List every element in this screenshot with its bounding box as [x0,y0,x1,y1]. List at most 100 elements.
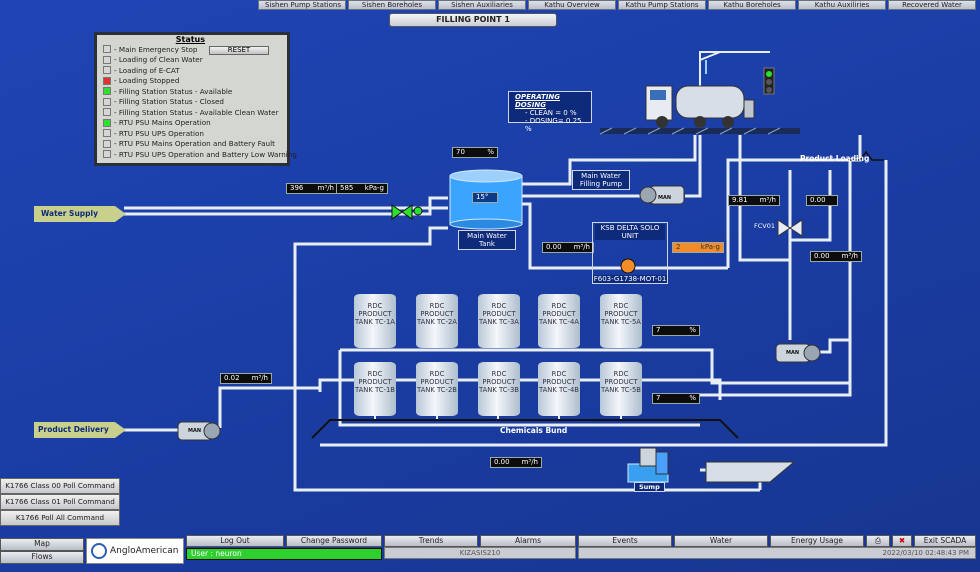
nav-tab[interactable]: Kathu Pump Stations [618,0,706,10]
logout-button[interactable]: Log Out [186,535,284,547]
host-name: KIZASIS210 [384,547,576,559]
bund-line [338,350,700,427]
user-indicator: User : neuron [186,548,382,560]
nav-tab[interactable]: Sishen Pump Stations [258,0,346,10]
nav-tab[interactable]: Sishen Auxiliaries [438,0,526,10]
nav-tab[interactable]: Kathu Overview [528,0,616,10]
product-delivery-label[interactable]: Product Delivery [34,422,126,438]
sump-icon [627,447,669,483]
status-panel: Status RESET - Main Emergency Stop - Loa… [94,32,297,166]
product-tank[interactable]: RDC PRODUCT TANK TC-1A [354,294,396,348]
print-icon[interactable]: ⎙ [866,535,890,547]
status-item: - RTU PSU Mains Operation [97,118,287,129]
product-tank[interactable]: RDC PRODUCT TANK TC-1B [354,362,396,416]
water-button[interactable]: Water [674,535,768,547]
date-time: 2022/03/10 02:48:43 PM [578,547,976,559]
poll-command-button[interactable]: K1766 Class 01 Poll Command [0,494,120,510]
status-indicator [103,108,111,117]
exit-scada-button[interactable]: Exit SCADA [914,535,976,547]
row-a-level-readout: 7% [652,325,700,336]
product-tank[interactable]: RDC PRODUCT TANK TC-5B [600,362,642,416]
status-indicator [103,139,111,148]
tanker-truck-icon [645,85,755,128]
sump-tray-icon [705,461,796,483]
row-b-level-readout: 7% [652,393,700,404]
reset-button[interactable]: RESET [209,46,269,55]
loading-pump-man-badge[interactable]: MAN [786,350,800,356]
main-distribution-pipe [293,226,760,492]
status-item: - Main Emergency Stop [97,44,287,55]
energy-usage-button[interactable]: Energy Usage [770,535,864,547]
top-navigation: Sishen Pump Stations Sishen Boreholes Si… [0,0,980,10]
fcv-bypass-pipe [790,170,832,242]
delivery-pump-icon [177,421,221,441]
trends-button[interactable]: Trends [384,535,478,547]
close-icon[interactable]: ✖ [892,535,912,547]
process-diagram [124,51,888,492]
status-indicator [103,76,111,85]
status-indicator [103,118,111,127]
product-tank[interactable]: RDC PRODUCT TANK TC-3B [478,362,520,416]
water-supply-label[interactable]: Water Supply [34,206,126,222]
chemicals-bund-outline [311,419,739,439]
loading-pump-icon [775,343,821,363]
chemicals-bund-label: Chemicals Bund [500,426,568,435]
fcv-label: FCV01 [754,222,775,230]
delivery-pipe [218,386,320,428]
dosing-clean: - CLEAN = 0 % [525,109,577,117]
product-tank[interactable]: RDC PRODUCT TANK TC-3A [478,294,520,348]
nav-tab[interactable]: Kathu Auxiliries [798,0,886,10]
status-item: - Loading Stopped [97,76,287,87]
product-loading-hopper [848,150,884,161]
anglo-american-logo: AngloAmerican [86,538,184,564]
dosing-title: OPERATING DOSING [515,93,560,109]
filling-pump-man-badge[interactable]: MAN [658,195,672,201]
alarms-button[interactable]: Alarms [480,535,576,547]
product-loading-label: Product Loading [800,154,870,163]
filling-pump-icon [639,185,685,205]
product-tank[interactable]: RDC PRODUCT TANK TC-2B [416,362,458,416]
events-button[interactable]: Events [578,535,672,547]
product-tank[interactable]: RDC PRODUCT TANK TC-4A [538,294,580,348]
status-indicator [103,150,111,159]
delivery-pump-man-badge[interactable]: MAN [188,428,202,434]
status-item: - Filling Station Status - Available Cle… [97,107,287,118]
status-item: - Loading of E-CAT [97,65,287,76]
main-tank-temp-readout: 15° [472,192,498,203]
main-water-tank-icon [449,169,523,230]
traffic-light-icon [763,67,775,95]
product-tank[interactable]: RDC PRODUCT TANK TC-5A [600,294,642,348]
product-return-pipe [700,160,852,397]
nav-tab[interactable]: Recovered Water [888,0,976,10]
status-item: - Filling Station Status - Closed [97,97,287,108]
status-item: - Filling Station Status - Available [97,86,287,97]
page-title: FILLING POINT 1 [389,13,557,27]
product-tank[interactable]: RDC PRODUCT TANK TC-4B [538,362,580,416]
flows-button[interactable]: Flows [0,551,84,564]
product-tank[interactable]: RDC PRODUCT TANK TC-2A [416,294,458,348]
nav-tab[interactable]: Kathu Boreholes [708,0,796,10]
operating-dosing-panel: OPERATING DOSING - CLEAN = 0 % - DOSING=… [508,91,592,133]
status-indicator [103,97,111,106]
ksb-motor-icon [620,258,636,274]
rowB-header [318,378,722,400]
poll-command-button[interactable]: K1766 Poll All Command [0,510,120,526]
change-password-button[interactable]: Change Password [286,535,382,547]
status-indicator [103,129,111,138]
supply-valve-icon [391,204,423,220]
poll-command-button[interactable]: K1766 Class 00 Poll Command [0,478,120,494]
nav-tab[interactable]: Sishen Boreholes [348,0,436,10]
map-button[interactable]: Map [0,538,84,551]
logo-ring-icon [91,543,107,559]
tank-overflow-pipe [520,135,697,186]
status-item: - RTU PSU UPS Operation [97,128,287,139]
dosing-dosing: - DOSING= 0.25 % [525,117,582,133]
ksb-tag-label: F603-G1738-MOT-01 [593,275,667,283]
